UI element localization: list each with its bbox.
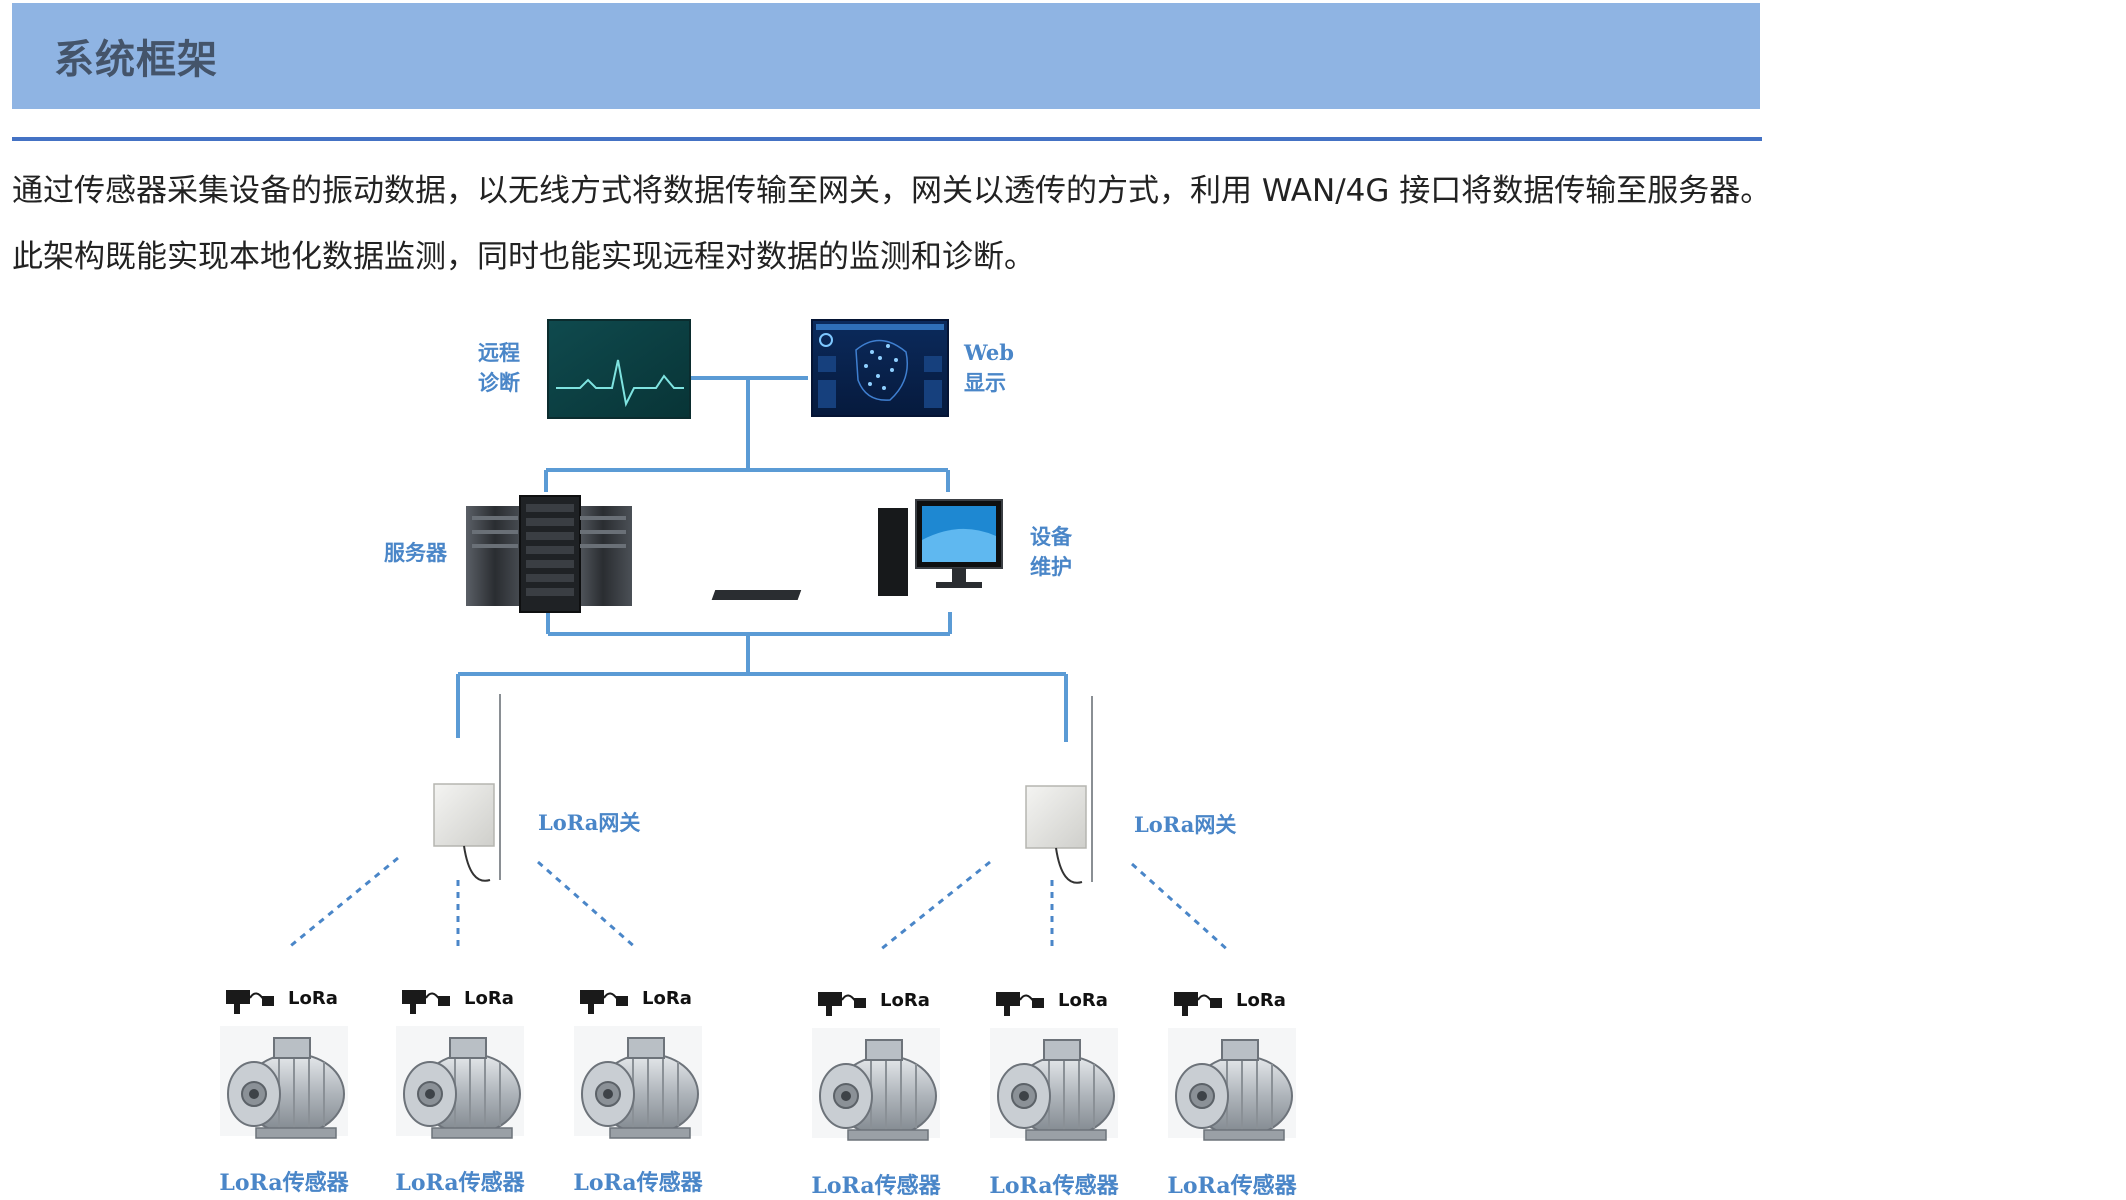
lora-sensor-device-icon bbox=[401, 989, 451, 1015]
wireless-links bbox=[287, 856, 1232, 954]
sensor-unit: LoRa bbox=[219, 988, 349, 1139]
server-label: 服务器 bbox=[384, 540, 448, 565]
sensor-unit: LoRa bbox=[573, 988, 703, 1139]
lora-sensor-device-icon bbox=[225, 989, 275, 1015]
lora-sensor-device-icon bbox=[1173, 991, 1223, 1017]
server-rack-icon bbox=[466, 495, 632, 613]
lora-sensor-device-icon bbox=[579, 989, 629, 1015]
motor-icon bbox=[395, 1025, 525, 1139]
section-header: 系统框架 bbox=[12, 3, 1760, 109]
section-title: 系统框架 bbox=[54, 37, 218, 83]
header-divider bbox=[12, 137, 1762, 141]
lora-badge: LoRa bbox=[1058, 990, 1108, 1011]
motor-icon bbox=[811, 1027, 941, 1141]
sensor-label: LoRa传感器 bbox=[395, 1170, 525, 1196]
web-dashboard-icon bbox=[811, 319, 949, 417]
gateway-label: LoRa网关 bbox=[1134, 812, 1236, 837]
sensor-unit: LoRa bbox=[811, 990, 941, 1141]
lora-sensor-device-icon bbox=[817, 991, 867, 1017]
gateway-label: LoRa网关 bbox=[538, 810, 640, 835]
lora-badge: LoRa bbox=[880, 990, 930, 1011]
remote-diagnosis-label-1: 远程 bbox=[478, 340, 520, 365]
lora-gateway-icon bbox=[433, 694, 501, 882]
lora-badge: LoRa bbox=[642, 988, 692, 1009]
desktop-computer-icon bbox=[711, 499, 1003, 600]
lora-sensor-device-icon bbox=[995, 991, 1045, 1017]
sensor-label: LoRa传感器 bbox=[811, 1173, 941, 1199]
ecg-monitor-icon bbox=[547, 319, 691, 419]
sensor-label: LoRa传感器 bbox=[1167, 1173, 1297, 1199]
sensor-unit: LoRa bbox=[989, 990, 1119, 1141]
sensor-label: LoRa传感器 bbox=[989, 1173, 1119, 1199]
lora-badge: LoRa bbox=[1236, 990, 1286, 1011]
motor-icon bbox=[573, 1025, 703, 1139]
sensor-label: LoRa传感器 bbox=[219, 1170, 349, 1196]
motor-icon bbox=[1167, 1027, 1297, 1141]
lora-badge: LoRa bbox=[464, 988, 514, 1009]
device-maintenance-label-1: 设备 bbox=[1030, 524, 1073, 549]
sensor-unit: LoRa bbox=[395, 988, 525, 1139]
motor-icon bbox=[989, 1027, 1119, 1141]
web-display-label-2: 显示 bbox=[964, 370, 1006, 395]
intro-line-1: 通过传感器采集设备的振动数据，以无线方式将数据传输至网关，网关以透传的方式，利用… bbox=[12, 173, 1772, 209]
motor-icon bbox=[219, 1025, 349, 1139]
remote-diagnosis-label-2: 诊断 bbox=[478, 370, 520, 395]
sensor-unit: LoRa bbox=[1167, 990, 1297, 1141]
lora-gateway-icon bbox=[1025, 696, 1093, 884]
lora-badge: LoRa bbox=[288, 988, 338, 1009]
intro-line-2: 此架构既能实现本地化数据监测，同时也能实现远程对数据的监测和诊断。 bbox=[12, 239, 1035, 275]
sensor-label: LoRa传感器 bbox=[573, 1170, 703, 1196]
network-links bbox=[456, 376, 1068, 742]
web-display-label-1: Web bbox=[963, 340, 1014, 365]
device-maintenance-label-2: 维护 bbox=[1030, 554, 1072, 579]
